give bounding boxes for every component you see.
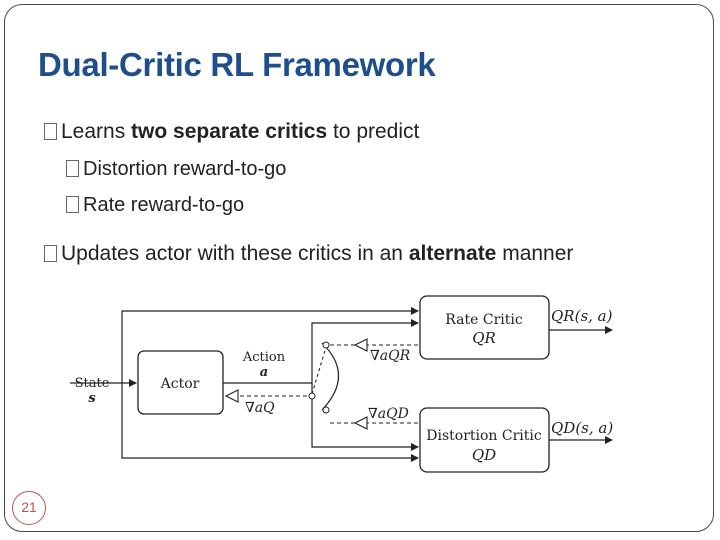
action-symbol: a [260, 365, 268, 380]
actor-label: Actor [160, 376, 200, 392]
slide-frame [4, 4, 714, 532]
action-label: Action [242, 350, 286, 365]
bullet-text: Updates actor with these critics in an [61, 242, 409, 265]
grad-qd-label: ∇aQD [368, 406, 409, 422]
action-line [223, 319, 419, 451]
state-feed-lines [70, 307, 419, 462]
rate-critic-symbol: QR [472, 329, 496, 347]
rate-critic-label: Rate Critic [445, 312, 523, 328]
subbullet-distortion: Distortion reward-to-go [66, 158, 286, 181]
bullet-bold: two separate critics [131, 120, 328, 143]
distortion-output-label: QD(s, a) [551, 419, 613, 437]
bullet-two-critics: Learns two separate critics to predict [44, 120, 419, 144]
distortion-critic-symbol: QD [472, 446, 496, 464]
gradient-lines [240, 344, 418, 424]
subbullet-rate: Rate reward-to-go [66, 194, 244, 217]
bullet-alternate-update: Updates actor with these critics in an a… [44, 242, 573, 266]
gradient-arrowheads [224, 338, 368, 430]
bullet-icon [66, 160, 79, 177]
page-number: 21 [12, 491, 46, 525]
bullet-text: manner [496, 242, 574, 265]
subbullet-text: Distortion reward-to-go [83, 158, 287, 180]
rate-output-label: QR(s, a) [551, 307, 613, 325]
grad-q-label: ∇aQ [245, 400, 275, 416]
distortion-critic-label: Distortion Critic [426, 428, 542, 444]
subbullet-text: Rate reward-to-go [83, 194, 245, 216]
bullet-icon [66, 196, 79, 213]
state-symbol: s [88, 391, 96, 406]
gradient-switch [308, 341, 340, 414]
grad-qr-label: ∇aQR [370, 348, 411, 364]
bullet-icon [44, 245, 57, 262]
slide-title: Dual-Critic RL Framework [38, 46, 436, 83]
rate-critic-box [419, 295, 550, 360]
bullet-text: Learns [61, 120, 132, 143]
bullet-text: to predict [327, 120, 420, 143]
bullet-bold: alternate [408, 242, 497, 265]
bullet-icon [44, 123, 57, 140]
state-label: State [75, 376, 110, 391]
